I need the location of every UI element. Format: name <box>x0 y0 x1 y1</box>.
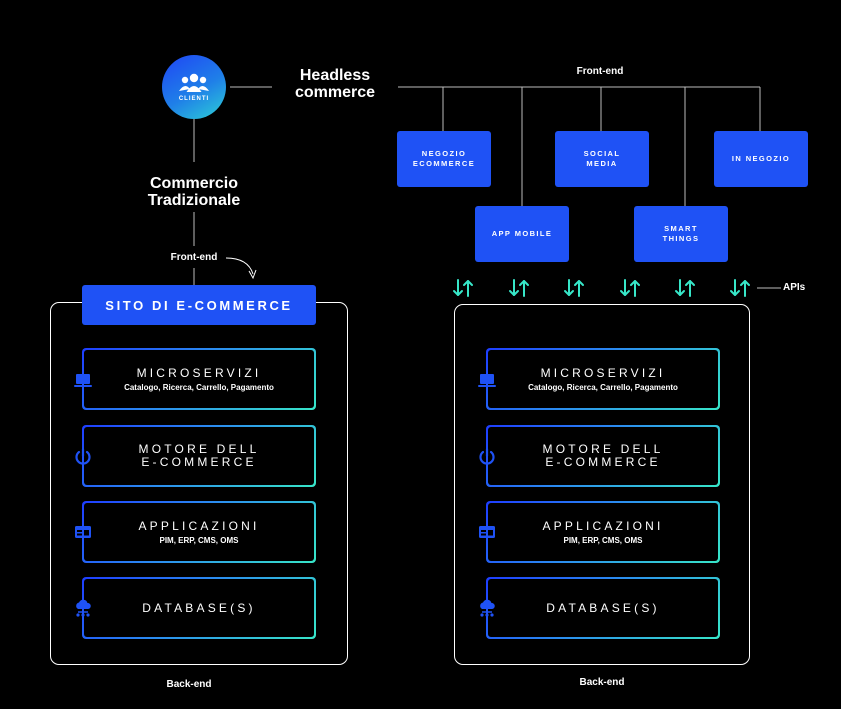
right-row-database: DATABASE(S) <box>486 577 720 639</box>
left-microservizi-sub: Catalogo, Ricerca, Carrello, Pagamento <box>124 382 274 392</box>
right-backend-label: Back-end <box>579 677 625 688</box>
left-microservizi-title: MICROSERVIZI <box>136 365 262 380</box>
headless-commerce-title: Headless commerce <box>294 67 376 101</box>
api-arrow-icon <box>730 279 750 297</box>
cloud-database-icon <box>76 599 91 617</box>
channel-smart-things: SMART THINGS <box>634 206 728 262</box>
cloud-database-icon <box>480 599 495 617</box>
left-backend-label: Back-end <box>166 679 212 690</box>
left-row-applicazioni: APPLICAZIONI PIM, ERP, CMS, OMS <box>82 501 316 563</box>
right-microservizi-title: MICROSERVIZI <box>540 365 666 380</box>
left-row-microservizi: MICROSERVIZI Catalogo, Ricerca, Carrello… <box>82 348 316 410</box>
channel-app-mobile: APP MOBILE <box>475 206 569 262</box>
sito-ecommerce-box: SITO DI E-COMMERCE <box>82 285 316 325</box>
right-microservizi-sub: Catalogo, Ricerca, Carrello, Pagamento <box>528 382 678 392</box>
app-window-icon <box>479 526 495 538</box>
right-applicazioni-title: APPLICAZIONI <box>542 518 664 533</box>
channel-negozio-ecommerce: NEGOZIO ECOMMERCE <box>397 131 491 187</box>
apis-label: APIs <box>783 282 806 293</box>
left-applicazioni-sub: PIM, ERP, CMS, OMS <box>159 535 239 545</box>
laptop-icon <box>478 374 496 387</box>
users-icon <box>179 73 209 92</box>
right-row-applicazioni: APPLICAZIONI PIM, ERP, CMS, OMS <box>486 501 720 563</box>
laptop-icon <box>74 374 92 387</box>
left-applicazioni-title: APPLICAZIONI <box>138 518 260 533</box>
api-arrow-icon <box>564 279 584 297</box>
api-arrow-icon <box>453 279 473 297</box>
app-window-icon <box>75 526 91 538</box>
traditional-frontend-label: Front-end <box>170 252 218 263</box>
right-row-microservizi: MICROSERVIZI Catalogo, Ricerca, Carrello… <box>486 348 720 410</box>
channel-social-media: SOCIAL MEDIA <box>555 131 649 187</box>
api-arrow-icon <box>620 279 640 297</box>
right-applicazioni-sub: PIM, ERP, CMS, OMS <box>563 535 643 545</box>
left-row-motore: MOTORE DELL E-COMMERCE <box>82 425 316 487</box>
right-motore-title: MOTORE DELL E-COMMERCE <box>542 442 664 469</box>
right-row-motore: MOTORE DELL E-COMMERCE <box>486 425 720 487</box>
channel-in-negozio: IN NEGOZIO <box>714 131 808 187</box>
right-database-title: DATABASE(S) <box>546 600 660 615</box>
power-icon <box>75 447 91 465</box>
api-arrow-icon <box>675 279 695 297</box>
clienti-label: CLIENTI <box>178 96 210 102</box>
power-icon <box>479 447 495 465</box>
traditional-commerce-title: Commercio Tradizionale <box>147 175 241 209</box>
api-arrow-icon <box>509 279 529 297</box>
left-database-title: DATABASE(S) <box>142 600 256 615</box>
left-row-database: DATABASE(S) <box>82 577 316 639</box>
clienti-node: CLIENTI <box>162 55 226 119</box>
left-motore-title: MOTORE DELL E-COMMERCE <box>138 442 260 469</box>
headless-frontend-label: Front-end <box>576 66 624 77</box>
